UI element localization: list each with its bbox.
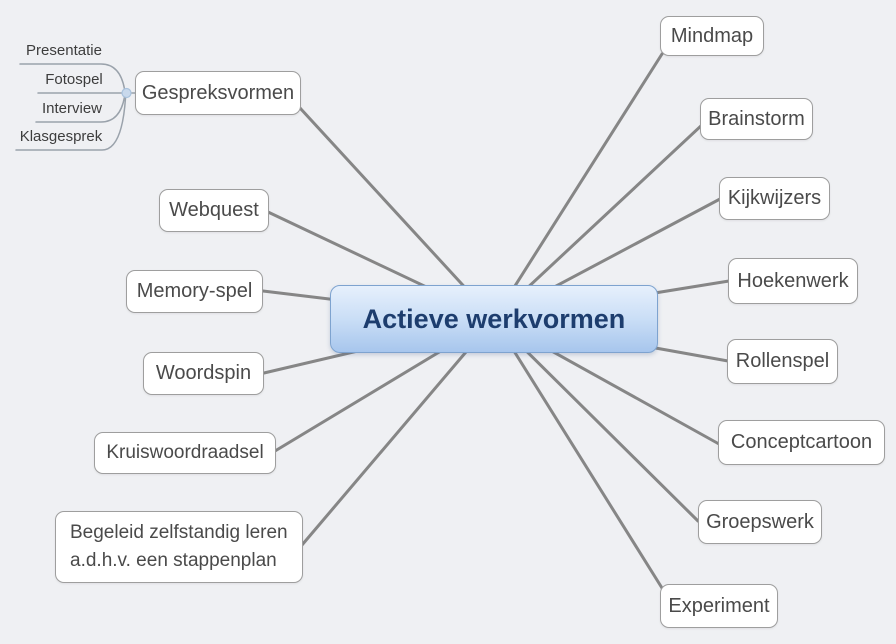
node-label: Rollenspel [735, 350, 830, 372]
node-kruiswoordraadsel[interactable]: Kruiswoordraadsel [94, 432, 276, 474]
node-brainstorm[interactable]: Brainstorm [700, 98, 813, 140]
node-label: Experiment [668, 594, 770, 617]
subline-presentatie [19, 63, 126, 90]
node-gespreksvormen[interactable]: Gespreksvormen [135, 71, 301, 115]
subtopic-label: Interview [41, 100, 103, 117]
node-webquest[interactable]: Webquest [159, 189, 269, 232]
node-label: Conceptcartoon [730, 431, 873, 453]
node-label: Woordspin [155, 362, 252, 384]
node-experiment[interactable]: Experiment [660, 584, 778, 628]
subtopic-label: Fotospel [45, 71, 103, 88]
node-memory-spel[interactable]: Memory-spel [126, 270, 263, 313]
subline-klasgesprek [15, 97, 127, 151]
branch-gespreksvormen [298, 106, 496, 321]
subline-interview [35, 96, 126, 123]
node-label: Webquest [169, 199, 259, 221]
node-label: Memory-spel [136, 280, 253, 302]
node-label-line1: Begeleid zelfstandig leren [70, 521, 288, 543]
node-conceptcartoon[interactable]: Conceptcartoon [718, 420, 885, 465]
node-woordspin[interactable]: Woordspin [143, 352, 264, 395]
node-groepswerk[interactable]: Groepswerk [698, 500, 822, 544]
subtopic-presentatie[interactable]: Presentatie [20, 42, 108, 60]
node-mindmap[interactable]: Mindmap [660, 16, 764, 56]
node-label-line2: a.d.h.v. een stappenplan [70, 550, 277, 571]
node-label: Kruiswoordraadsel [106, 442, 264, 463]
subtopic-label: Klasgesprek [19, 128, 103, 145]
subtopic-klasgesprek[interactable]: Klasgesprek [14, 128, 108, 146]
branch-mindmap [492, 52, 664, 321]
node-label: Brainstorm [708, 107, 805, 130]
node-rollenspel[interactable]: Rollenspel [727, 339, 838, 384]
node-label: Gespreksvormen [141, 81, 295, 104]
central-topic[interactable]: Actieve werkvormen [330, 285, 658, 353]
node-label: Groepswerk [706, 510, 814, 533]
branch-begeleid [300, 317, 496, 547]
node-kijkwijzers[interactable]: Kijkwijzers [719, 177, 830, 220]
node-hoekenwerk[interactable]: Hoekenwerk [728, 258, 858, 304]
subtopic-interview[interactable]: Interview [36, 100, 108, 118]
subtopic-label: Presentatie [26, 42, 102, 59]
node-label: Mindmap [670, 24, 754, 47]
node-label: Kijkwijzers [727, 187, 822, 209]
branch-experiment [492, 317, 664, 590]
node-begeleid-zelfstandig-leren[interactable]: Begeleid zelfstandig leren a.d.h.v. een … [55, 511, 303, 583]
subtopics-connector-dot[interactable] [121, 87, 132, 99]
node-label: Hoekenwerk [737, 269, 849, 292]
subtopic-fotospel[interactable]: Fotospel [38, 71, 110, 89]
central-topic-label: Actieve werkvormen [362, 303, 626, 334]
